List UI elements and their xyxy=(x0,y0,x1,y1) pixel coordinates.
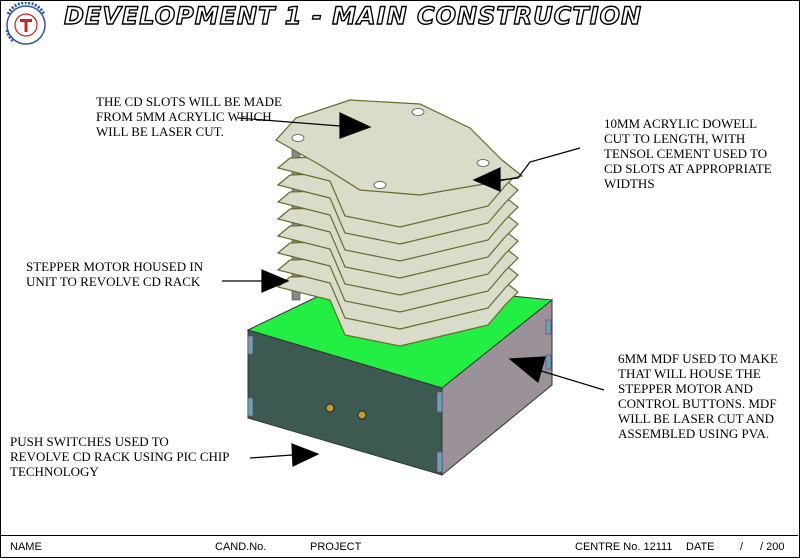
school-logo-icon xyxy=(5,2,46,45)
footer-project-label: PROJECT xyxy=(310,541,362,553)
footer-date-label: DATE xyxy=(686,541,715,553)
page-title: DEVELOPMENT 1 - MAIN CONSTRUCTION xyxy=(63,1,643,30)
footer-name-label: NAME xyxy=(10,541,42,553)
footer-page-count: / 200 xyxy=(760,541,785,553)
annotation-dowel: 10MM ACRYLIC DOWELL CUT TO LENGTH, WITH … xyxy=(604,116,772,191)
annotation-stepper-motor: STEPPER MOTOR HOUSED IN UNIT TO REVOLVE … xyxy=(26,259,204,289)
annotation-cd-slots: THE CD SLOTS WILL BE MADE FROM 5MM ACRYL… xyxy=(96,94,282,139)
footer-date-value: / xyxy=(740,541,744,553)
footer-cand-label: CAND.No. xyxy=(215,541,267,553)
title-block-footer: NAME CAND.No. PROJECT CENTRE No. 12111 D… xyxy=(0,535,798,557)
leader-arrows xyxy=(222,112,605,467)
mdf-finger-joints xyxy=(247,319,552,473)
push-switches xyxy=(325,403,367,420)
annotation-push-switches: PUSH SWITCHES USED TO REVOLVE CD RACK US… xyxy=(10,434,230,479)
annotation-mdf: 6MM MDF USED TO MAKE THAT WILL HOUSE THE… xyxy=(618,351,778,441)
cd-slot-layers xyxy=(275,99,524,347)
dowel-holes xyxy=(291,108,490,189)
mdf-base-side xyxy=(441,298,553,477)
footer-centre-number: CENTRE No. 12111 xyxy=(575,541,673,553)
